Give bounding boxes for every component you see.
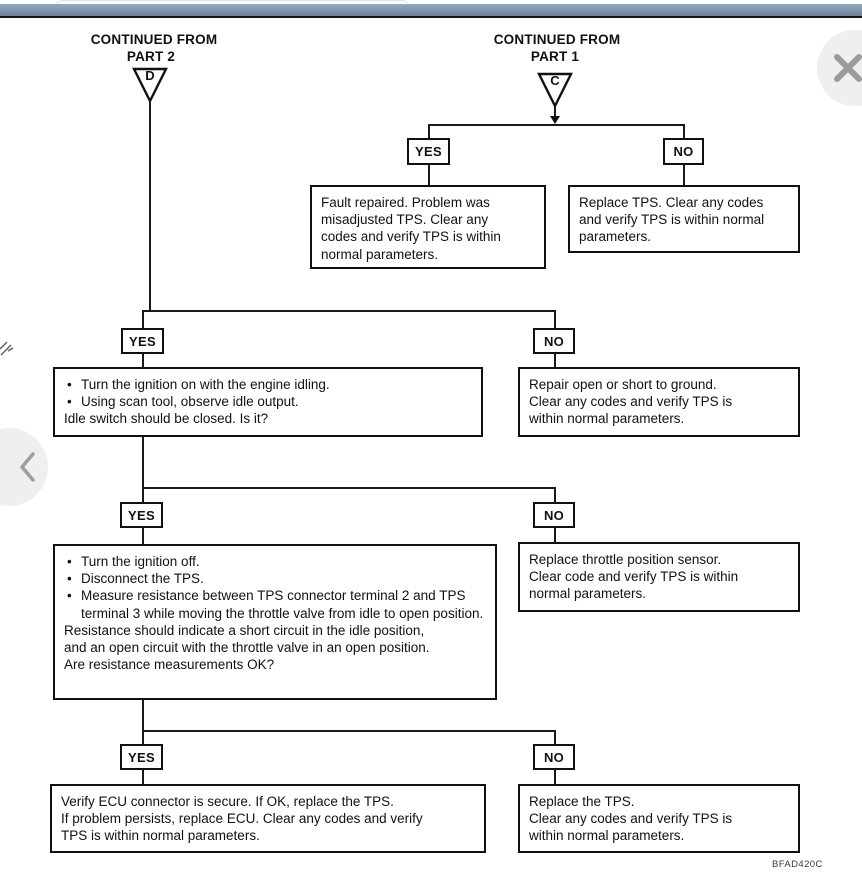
- connector-d-letter: D: [145, 68, 155, 83]
- verify-ecu-box: Verify ECU connector is secure. If OK, r…: [50, 784, 486, 853]
- replace-sensor-box: Replace throttle position sensor. Clear …: [518, 542, 800, 612]
- figure-code: BFAD420C: [772, 859, 823, 870]
- idle-check-box: Turn the ignition on with the engine idl…: [53, 367, 483, 437]
- connector-line: [142, 487, 556, 489]
- connector-line: [428, 124, 685, 126]
- tier4-no-label: NO: [533, 744, 575, 770]
- fault-repaired-box: Fault repaired. Problem was misadjusted …: [310, 185, 546, 269]
- tier4-yes-label: YES: [120, 744, 163, 770]
- tier1-yes-label: YES: [407, 138, 450, 165]
- continued-from-left-part: PART 2: [126, 49, 176, 64]
- tier3-yes-label: YES: [120, 502, 163, 528]
- connector-line: [142, 730, 556, 732]
- connector-line: [428, 126, 430, 139]
- connector-line: [142, 770, 144, 785]
- replace-tps-bottom-box: Replace the TPS. Clear any codes and ver…: [518, 784, 800, 853]
- window-top-bar: [0, 4, 862, 16]
- connector-line: [554, 354, 556, 368]
- replace-tps-top-box: Replace TPS. Clear any codes and verify …: [568, 185, 800, 253]
- connector-line: [142, 489, 144, 503]
- connector-line: [554, 107, 556, 121]
- connector-line: [554, 528, 556, 543]
- connector-c-letter: C: [550, 73, 560, 88]
- connector-line: [554, 732, 556, 745]
- connector-c-triangle: [537, 72, 573, 109]
- tier2-yes-label: YES: [121, 328, 164, 354]
- edge-artifact-mark: [0, 341, 14, 356]
- close-icon: [834, 54, 862, 82]
- chevron-left-icon: [20, 452, 35, 482]
- connector-line: [142, 435, 144, 488]
- connector-arrowhead: [550, 116, 560, 124]
- top-divider: [0, 16, 862, 18]
- tier2-no-label: NO: [533, 328, 575, 354]
- connector-line: [554, 489, 556, 503]
- connector-line: [554, 312, 556, 329]
- connector-line: [428, 165, 430, 186]
- connector-line: [554, 770, 556, 785]
- connector-line: [142, 699, 144, 731]
- prev-page-button[interactable]: [0, 428, 48, 506]
- continued-from-left-title: CONTINUED FROM: [90, 32, 218, 47]
- resistance-check-box: Turn the ignition off. Disconnect the TP…: [53, 544, 497, 700]
- connector-line: [142, 310, 556, 312]
- connector-line: [149, 102, 151, 312]
- repair-open-short-box: Repair open or short to ground. Clear an…: [518, 367, 800, 437]
- connector-line: [142, 354, 144, 368]
- connector-line: [142, 312, 144, 329]
- connector-line: [683, 126, 685, 139]
- tier3-no-label: NO: [533, 502, 575, 528]
- close-button[interactable]: [817, 30, 862, 106]
- tier1-no-label: NO: [663, 138, 704, 165]
- connector-line: [142, 732, 144, 745]
- connector-line: [142, 528, 144, 545]
- continued-from-right-title: CONTINUED FROM: [493, 32, 621, 47]
- continued-from-right-part: PART 1: [530, 49, 580, 64]
- connector-line: [683, 165, 685, 186]
- connector-d-triangle: [132, 67, 168, 104]
